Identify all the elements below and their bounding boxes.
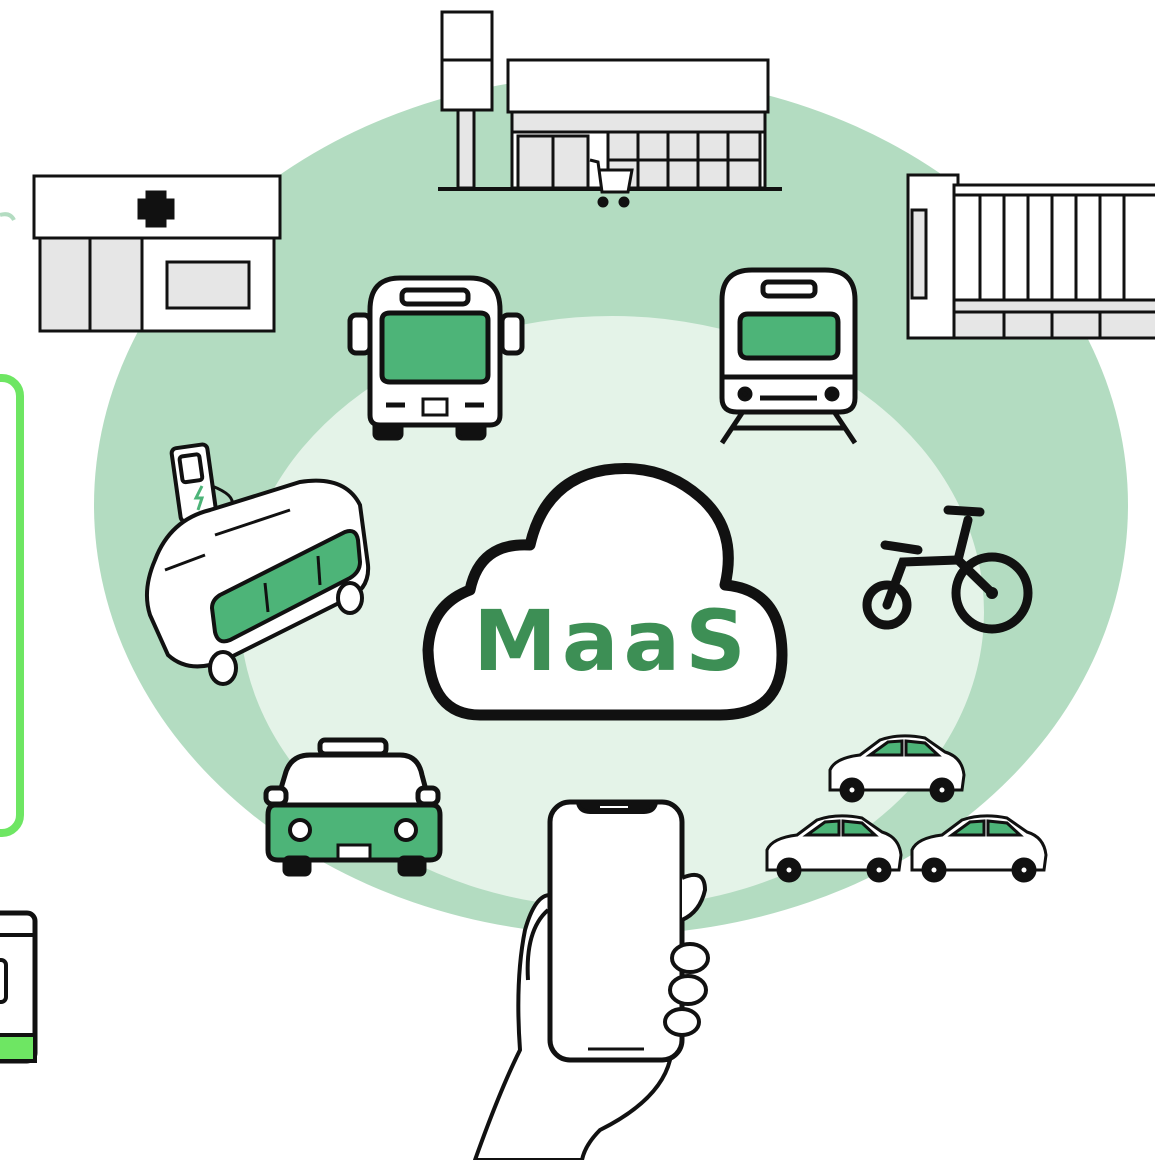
car-sharing-icon	[765, 734, 1048, 883]
cloud-icon: MaaS	[422, 463, 788, 721]
shared-car-3	[910, 814, 1048, 883]
taxi-icon	[263, 737, 443, 877]
side-panel	[0, 212, 38, 1064]
train-icon	[719, 267, 858, 445]
shared-car-2	[765, 814, 903, 883]
bicycle-icon	[862, 505, 1033, 634]
maas-label: MaaS	[473, 592, 750, 690]
convenience-store-icon	[438, 10, 782, 208]
clinic-icon	[32, 174, 282, 333]
shared-car-1	[828, 734, 966, 803]
smartphone-in-hand-icon	[473, 799, 710, 1160]
electric-bus-icon	[144, 478, 371, 686]
shopping-mall-icon	[906, 173, 1155, 340]
bus-icon	[347, 275, 525, 441]
